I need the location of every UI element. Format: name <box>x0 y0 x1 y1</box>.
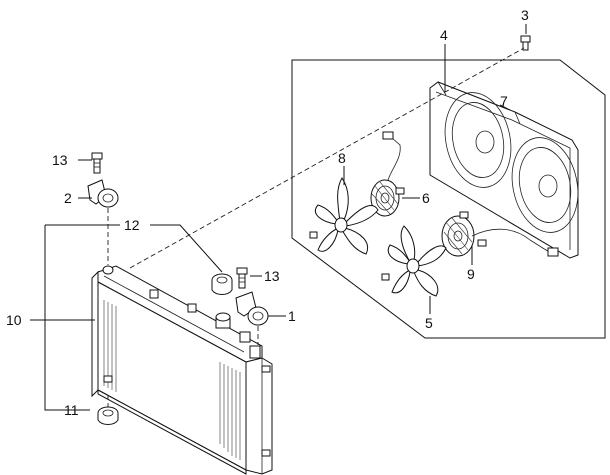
bolt-upper-left <box>91 152 103 174</box>
radiator <box>91 265 273 475</box>
fan-motor-upper <box>370 131 405 217</box>
fan-assembly-frame <box>291 59 606 339</box>
bolt-top <box>520 35 531 51</box>
leader-bracket-10-11 <box>44 225 90 411</box>
fan-motor-lower <box>441 211 559 257</box>
callout-5: 5 <box>425 315 433 331</box>
leader-12-right <box>150 224 223 273</box>
callout-1: 1 <box>288 308 296 324</box>
lower-insulator <box>97 406 119 425</box>
callout-11: 11 <box>64 402 79 418</box>
callout-12: 12 <box>124 217 140 233</box>
callout-8: 8 <box>338 150 346 166</box>
bolt-lower-right <box>236 267 248 289</box>
callout-7: 7 <box>500 93 508 109</box>
callout-9: 9 <box>467 266 475 282</box>
fan-blade-upper <box>309 177 379 255</box>
fan-shroud <box>429 81 579 259</box>
callout-6: 6 <box>422 190 430 206</box>
callout-4: 4 <box>440 27 448 43</box>
fan-blade-lower <box>381 225 447 297</box>
bracket-upper-left <box>87 179 119 208</box>
dashed-guide-diagonal <box>129 47 525 269</box>
callout-3: 3 <box>521 7 529 23</box>
callout-13-lower: 13 <box>264 268 280 284</box>
callout-2: 2 <box>64 190 72 206</box>
callout-10: 10 <box>6 312 22 328</box>
callout-13-upper: 13 <box>52 152 68 168</box>
insulator-mount <box>211 273 233 295</box>
bracket-lower-right <box>235 291 269 326</box>
leader-7 <box>499 104 511 111</box>
